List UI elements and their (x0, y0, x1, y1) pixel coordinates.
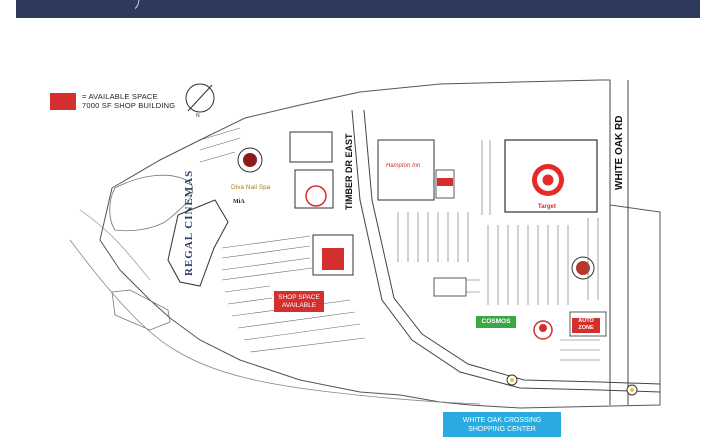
target-logo-icon (532, 164, 564, 196)
shop-space-line-1: SHOP SPACE (278, 294, 320, 301)
creek-line-2 (79, 209, 151, 281)
header-banner: ﾉ (16, 0, 700, 18)
pad-building-3 (433, 277, 467, 297)
pond-outline-2 (111, 289, 171, 331)
pond-outline (109, 174, 193, 232)
cosmos-logo: COSMOS (476, 316, 516, 328)
timber-dr-road (351, 109, 661, 393)
pad-building-2 (289, 131, 333, 163)
creek-line (69, 239, 481, 405)
legend-line-2: 7000 SF SHOP BUILDING (82, 101, 176, 110)
diva-nail-spa-logo: Diva Nail Spa (231, 184, 271, 191)
map-caption: WHITE OAK CROSSING SHOPPING CENTER (443, 412, 561, 437)
white-oak-rd-label: WHITE OAK RD (614, 115, 625, 190)
target-label: Target (538, 204, 556, 210)
legend: = AVAILABLE SPACE 7000 SF SHOP BUILDING (82, 92, 175, 110)
shop-space-line-2: AVAILABLE (281, 302, 317, 309)
caption-line-1: WHITE OAK CROSSING (462, 417, 542, 424)
timber-dr-east-label: TIMBER DR EAST (344, 133, 354, 211)
roundabout-icon (506, 374, 638, 396)
north-arrow-icon: N (185, 83, 215, 119)
mia-text: MiA (233, 198, 245, 205)
regal-cinemas-logo: REGAL CINEMAS (183, 169, 195, 276)
hampton-inn-building (377, 139, 435, 201)
header-glyph: ﾉ (134, 0, 141, 12)
regal-cinemas-building (167, 199, 229, 287)
wendys-logo-icon (533, 320, 553, 340)
shop-space-available-label: SHOP SPACE AVAILABLE (274, 291, 324, 312)
site-boundary (99, 79, 661, 409)
svg-text:N: N (196, 113, 200, 119)
caption-line-2: SHOPPING CENTER (468, 426, 536, 433)
hampton-inn-logo: Hampton Inn (386, 163, 421, 169)
autozone-logo: AUTO ZONE (572, 318, 600, 333)
legend-swatch (50, 93, 76, 110)
mia-logo: MiA (231, 194, 245, 210)
parking-rows-left (199, 127, 366, 353)
legend-line-1: = AVAILABLE SPACE (82, 92, 158, 101)
